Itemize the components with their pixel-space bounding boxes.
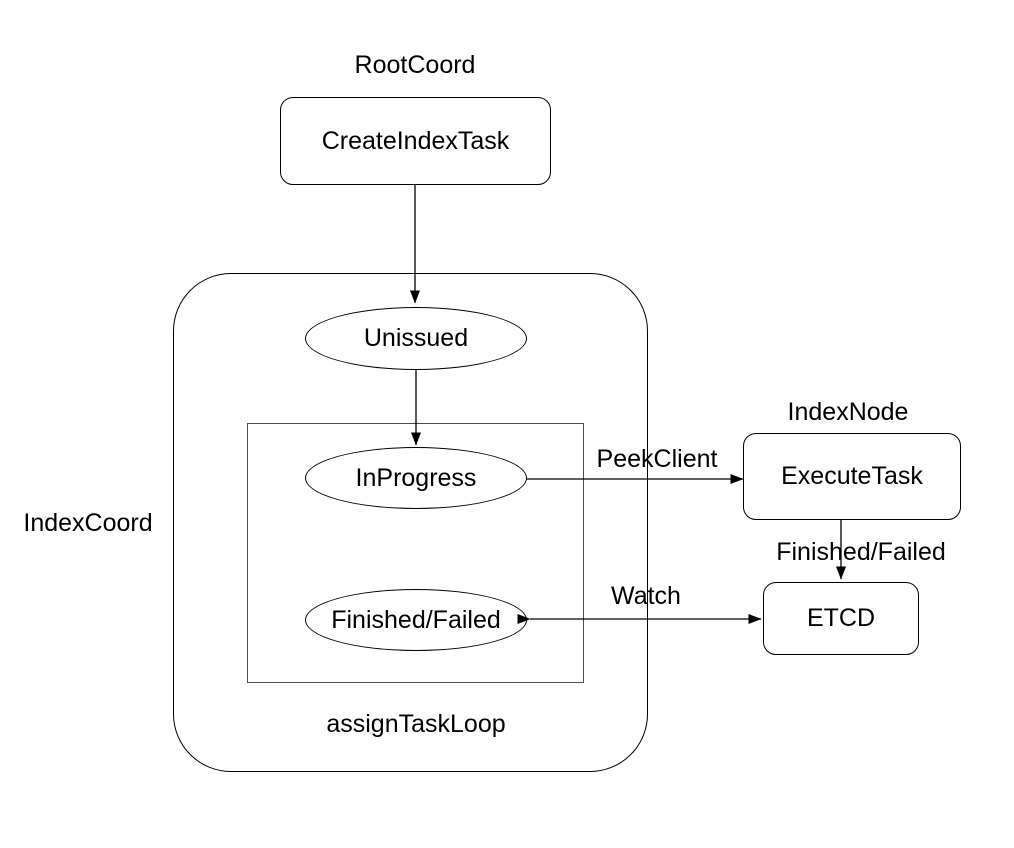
execute-task-node: ExecuteTask — [743, 433, 961, 520]
unissued-state-node: Unissued — [305, 307, 527, 370]
etcd-node: ETCD — [763, 582, 919, 655]
index-coord-group-label: IndexCoord — [23, 509, 153, 537]
unissued-state-label: Unissued — [363, 324, 469, 352]
watch-edge-label: Watch — [611, 582, 681, 610]
etcd-label: ETCD — [806, 604, 876, 632]
create-index-task-label: CreateIndexTask — [321, 126, 510, 155]
peek-client-edge-label: PeekClient — [596, 445, 718, 473]
finished-failed-edge-label: Finished/Failed — [776, 538, 946, 566]
in-progress-state-label: InProgress — [355, 463, 477, 492]
execute-task-label: ExecuteTask — [781, 462, 923, 490]
index-node-group-label: IndexNode — [787, 398, 909, 426]
finished-failed-state-node: Finished/Failed — [305, 589, 527, 651]
root-coord-group-label: RootCoord — [354, 51, 476, 79]
in-progress-state-node: InProgress — [305, 447, 527, 509]
create-index-task-node: CreateIndexTask — [280, 97, 551, 185]
assign-task-loop-label: assignTaskLoop — [326, 710, 506, 738]
index-coord-group — [173, 273, 648, 772]
finished-failed-state-label: Finished/Failed — [331, 605, 501, 634]
